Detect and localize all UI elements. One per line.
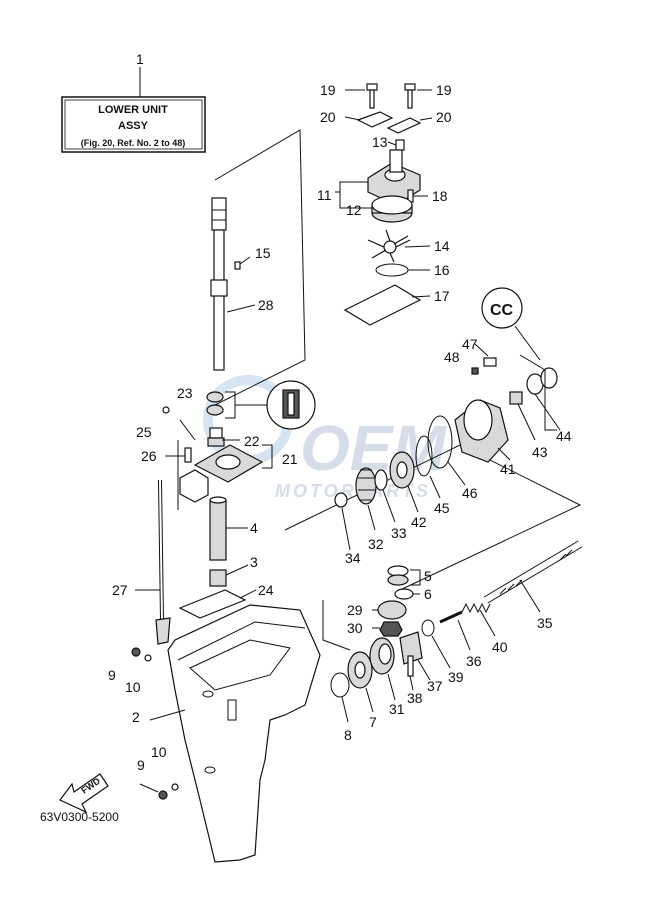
- ref-34: 34: [345, 550, 361, 566]
- assembly-box-subtitle: ASSY: [118, 120, 149, 132]
- bearing-housing-group: [162, 380, 316, 510]
- ref-8: 8: [344, 727, 352, 743]
- ref-33: 33: [391, 525, 407, 541]
- bolt-19-right: [404, 83, 416, 109]
- ref-48: 48: [444, 349, 460, 365]
- gear-train-group: CC: [284, 287, 583, 723]
- ref-18: 18: [432, 188, 448, 204]
- ref-25: 25: [136, 424, 152, 440]
- diagram-code: 63V0300-5200: [40, 810, 119, 824]
- bolt-19-left: [366, 83, 378, 109]
- drive-shaft-group: [210, 197, 256, 371]
- ref-10a: 10: [125, 679, 141, 695]
- impeller-14: [367, 229, 411, 263]
- ref-16: 16: [434, 262, 450, 278]
- assembly-box-note: (Fig. 20, Ref. No. 2 to 48): [81, 138, 186, 148]
- fwd-arrow: FWD: [59, 773, 109, 814]
- assembly-box: LOWER UNIT ASSY (Fig. 20, Ref. No. 2 to …: [61, 67, 206, 153]
- ref-44: 44: [556, 428, 572, 444]
- ref-21: 21: [282, 451, 298, 467]
- ref-1: 1: [136, 51, 144, 67]
- ref-30: 30: [347, 620, 363, 636]
- ref-7: 7: [369, 714, 377, 730]
- ref-37: 37: [427, 678, 443, 694]
- assembly-box-title: LOWER UNIT: [98, 104, 168, 116]
- ref-4: 4: [250, 520, 258, 536]
- ref-41: 41: [500, 461, 516, 477]
- water-pump-group: [214, 83, 433, 406]
- ref-10b: 10: [151, 744, 167, 760]
- ref-39: 39: [448, 669, 464, 685]
- lower-case: [131, 604, 321, 863]
- ref-32: 32: [368, 536, 384, 552]
- ref-14: 14: [434, 238, 450, 254]
- ref-29: 29: [347, 602, 363, 618]
- ref-12: 12: [346, 202, 362, 218]
- ref-26: 26: [141, 448, 157, 464]
- tube-group: [178, 496, 257, 619]
- ref-35: 35: [537, 615, 553, 631]
- ref-36: 36: [466, 653, 482, 669]
- ref-3: 3: [250, 554, 258, 570]
- ref-47: 47: [462, 336, 478, 352]
- ref-42: 42: [411, 514, 427, 530]
- ref-20b: 20: [436, 109, 452, 125]
- ref-28: 28: [258, 297, 274, 313]
- watermark-brand: OEM: [300, 412, 447, 484]
- ref-24: 24: [258, 582, 274, 598]
- watermark-sub: MOTORPARTS: [275, 481, 431, 501]
- ref-6: 6: [424, 586, 432, 602]
- ref-40: 40: [492, 639, 508, 655]
- ref-20a: 20: [320, 109, 336, 125]
- cc-label: CC: [490, 302, 514, 319]
- ref-19a: 19: [320, 82, 336, 98]
- ref-19b: 19: [436, 82, 452, 98]
- ref-15: 15: [255, 245, 271, 261]
- ref-11: 11: [317, 187, 332, 203]
- ref-13: 13: [372, 134, 388, 150]
- ref-27: 27: [112, 582, 128, 598]
- shift-rod-27: [135, 479, 171, 645]
- ref-9a: 9: [108, 667, 116, 683]
- ref-2: 2: [132, 709, 140, 725]
- ref-22: 22: [244, 433, 260, 449]
- ref-43: 43: [532, 444, 548, 460]
- ref-38: 38: [407, 690, 423, 706]
- ref-9b: 9: [137, 757, 145, 773]
- ref-23: 23: [177, 385, 193, 401]
- ref-46: 46: [462, 485, 478, 501]
- ref-labels: 1 2 3 4 5 6 7 8 9 9 10 10 11 12 13 14 15…: [108, 51, 572, 773]
- ref-5: 5: [424, 568, 432, 584]
- ref-17: 17: [434, 288, 450, 304]
- ref-45: 45: [434, 500, 450, 516]
- ref-31: 31: [389, 701, 405, 717]
